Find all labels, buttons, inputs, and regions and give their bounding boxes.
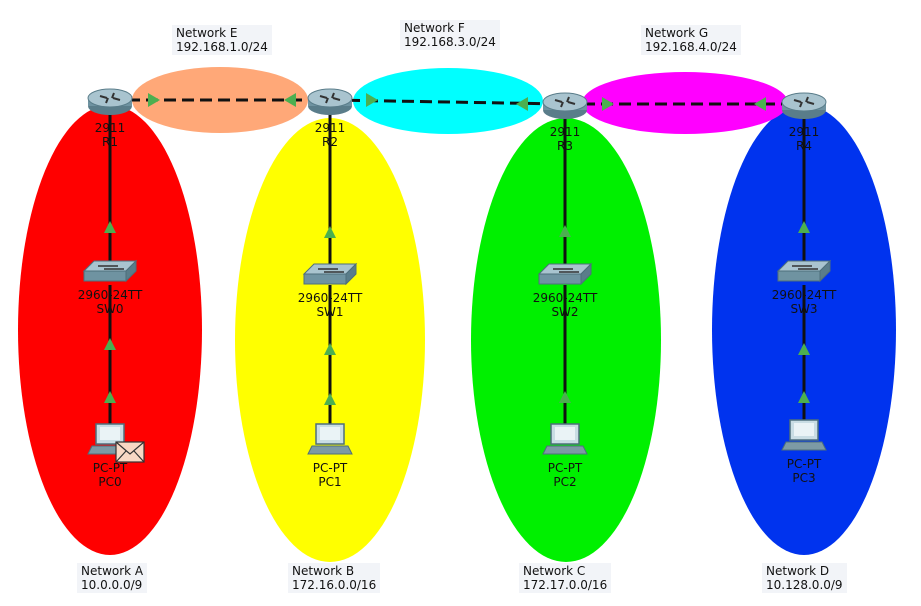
switch-model-label: 2960-24TT — [78, 288, 143, 302]
network-name: Network G — [645, 26, 709, 40]
link-status-indicator — [148, 93, 160, 107]
pc-name-label: PC2 — [553, 475, 576, 489]
pc-name-label: PC1 — [318, 475, 341, 489]
router-r4[interactable]: 2911 R4 — [781, 92, 827, 153]
router-r3[interactable]: 2911 R3 — [542, 92, 588, 153]
link-status-indicator — [104, 391, 116, 403]
router-icon — [781, 92, 827, 119]
router-name-label: R2 — [322, 135, 338, 149]
envelope-icon[interactable] — [115, 441, 145, 463]
network-name: Network E — [176, 26, 238, 40]
switch-name-label: SW3 — [790, 302, 817, 316]
link-status-indicator — [559, 391, 571, 403]
router-r1[interactable]: 2911 R1 — [87, 88, 133, 149]
network-subnet: 192.168.1.0/24 — [176, 40, 268, 54]
link-status-indicator — [798, 391, 810, 403]
network-name: Network D — [766, 564, 830, 578]
pc-icon — [781, 419, 827, 451]
network-label-c: Network C 172.17.0.0/16 — [519, 563, 612, 593]
link-status-indicator — [324, 393, 336, 405]
network-subnet: 192.168.3.0/24 — [404, 35, 496, 49]
pc-pc2[interactable]: PC-PT PC2 — [542, 423, 588, 489]
link-status-indicator — [324, 226, 336, 238]
link-status-indicator — [798, 221, 810, 233]
link-status-indicator — [798, 343, 810, 355]
link-status-indicator — [104, 221, 116, 233]
pc-name-label: PC0 — [98, 475, 121, 489]
switch-name-label: SW0 — [96, 302, 123, 316]
switch-model-label: 2960-24TT — [298, 291, 363, 305]
router-icon — [87, 88, 133, 115]
router-name-label: R4 — [796, 139, 812, 153]
switch-model-label: 2960-24TT — [533, 291, 598, 305]
switch-name-label: SW1 — [316, 305, 343, 319]
switch-sw1[interactable]: 2960-24TT SW1 — [298, 262, 363, 319]
link-status-indicator — [366, 93, 378, 107]
router-name-label: R1 — [102, 135, 118, 149]
pc-pc1[interactable]: PC-PT PC1 — [307, 423, 353, 489]
link-status-indicator — [559, 225, 571, 237]
router-icon — [542, 92, 588, 119]
switch-model-label: 2960-24TT — [772, 288, 837, 302]
link-status-indicator — [284, 93, 296, 107]
pc-model-label: PC-PT — [313, 461, 348, 475]
network-subnet: 10.128.0.0/9 — [766, 578, 843, 592]
router-r2[interactable]: 2911 R2 — [307, 88, 353, 149]
switch-sw3[interactable]: 2960-24TT SW3 — [772, 259, 837, 316]
link-status-indicator — [754, 97, 766, 111]
network-name: Network C — [523, 564, 586, 578]
network-areas — [18, 67, 896, 562]
network-label-b: Network B 172.16.0.0/16 — [288, 563, 381, 593]
switch-icon — [776, 259, 832, 283]
link-status-indicators — [104, 93, 810, 405]
network-label-a: Network A 10.0.0.0/9 — [77, 563, 148, 593]
switch-sw0[interactable]: 2960-24TT SW0 — [78, 259, 143, 316]
network-subnet: 172.17.0.0/16 — [523, 578, 608, 592]
router-icon — [307, 88, 353, 115]
pc-name-label: PC3 — [792, 471, 815, 485]
pc-pc0[interactable]: PC-PT PC0 — [87, 423, 145, 489]
switch-icon — [302, 262, 358, 286]
network-label-d: Network D 10.128.0.0/9 — [762, 563, 847, 593]
network-name: Network B — [292, 564, 355, 578]
network-subnet: 10.0.0.0/9 — [81, 578, 143, 592]
network-label-g: Network G 192.168.4.0/24 — [641, 25, 741, 55]
router-model-label: 2911 — [789, 125, 820, 139]
network-name: Network F — [404, 21, 465, 35]
link-status-indicator — [104, 338, 116, 350]
pc-pc3[interactable]: PC-PT PC3 — [781, 419, 827, 485]
router-name-label: R3 — [557, 139, 573, 153]
link-status-indicator — [602, 97, 614, 111]
switch-icon — [537, 262, 593, 286]
network-subnet: 192.168.4.0/24 — [645, 40, 737, 54]
link-status-indicator — [516, 97, 528, 111]
router-model-label: 2911 — [95, 121, 126, 135]
router-model-label: 2911 — [315, 121, 346, 135]
pc-model-label: PC-PT — [548, 461, 583, 475]
pc-model-label: PC-PT — [787, 457, 822, 471]
switch-name-label: SW2 — [551, 305, 578, 319]
link-status-indicator — [324, 343, 336, 355]
pc-model-label: PC-PT — [93, 461, 128, 475]
network-label-e: Network E 192.168.1.0/24 — [172, 25, 272, 55]
links — [108, 98, 806, 430]
network-label-f: Network F 192.168.3.0/24 — [400, 20, 500, 50]
router-model-label: 2911 — [550, 125, 581, 139]
switch-sw2[interactable]: 2960-24TT SW2 — [533, 262, 598, 319]
switch-icon — [82, 259, 138, 283]
network-subnet: 172.16.0.0/16 — [292, 578, 377, 592]
pc-icon — [542, 423, 588, 455]
pc-icon — [307, 423, 353, 455]
network-name: Network A — [81, 564, 144, 578]
